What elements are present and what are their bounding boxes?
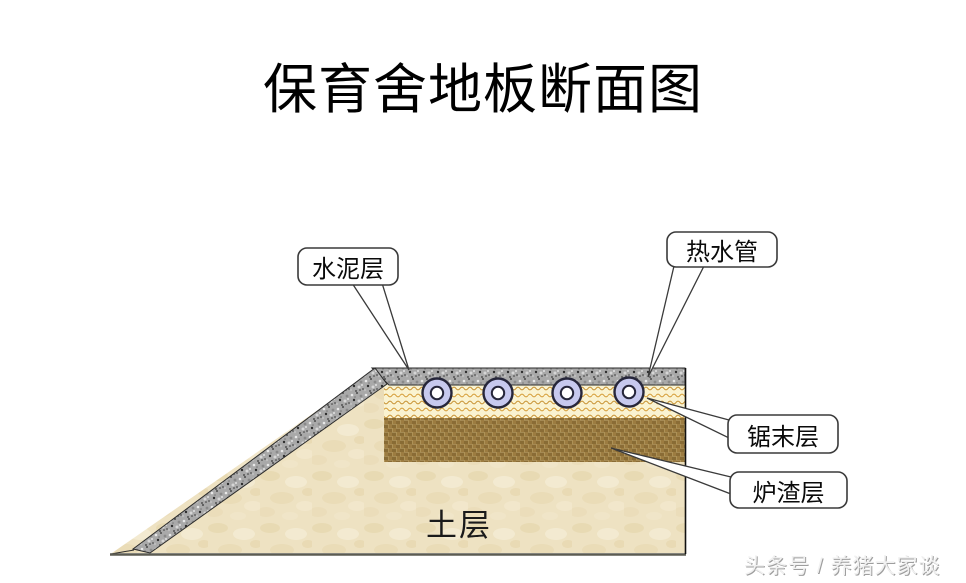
pipe-icon: [421, 377, 453, 409]
hot-water-pipes: [421, 376, 645, 409]
cement-callout-label: 水泥层: [312, 257, 384, 283]
cement-callout-tail: [350, 282, 410, 371]
pipe-icon: [551, 377, 583, 409]
hot-water-pipe-callout-tail: [647, 265, 706, 378]
hot-water-pipe-callout-label: 热水管: [686, 240, 758, 266]
watermark-text: 头条号 / 养猪大家谈: [744, 555, 941, 578]
soil-layer-label: 土层: [426, 508, 492, 543]
slag-callout-box: [729, 471, 848, 509]
pipe-icon: [482, 377, 514, 409]
slag-callout-label: 炉渣层: [752, 480, 825, 507]
page-title: 保育舍地板断面图: [263, 60, 703, 120]
cement-callout-box: [297, 247, 399, 286]
pipe-icon: [613, 376, 645, 408]
slope-apron: [131, 367, 388, 554]
sawdust-callout-box: [727, 414, 839, 454]
hot-water-pipe-callout-box: [666, 231, 778, 268]
sawdust-callout-label: 锯末层: [747, 424, 819, 451]
